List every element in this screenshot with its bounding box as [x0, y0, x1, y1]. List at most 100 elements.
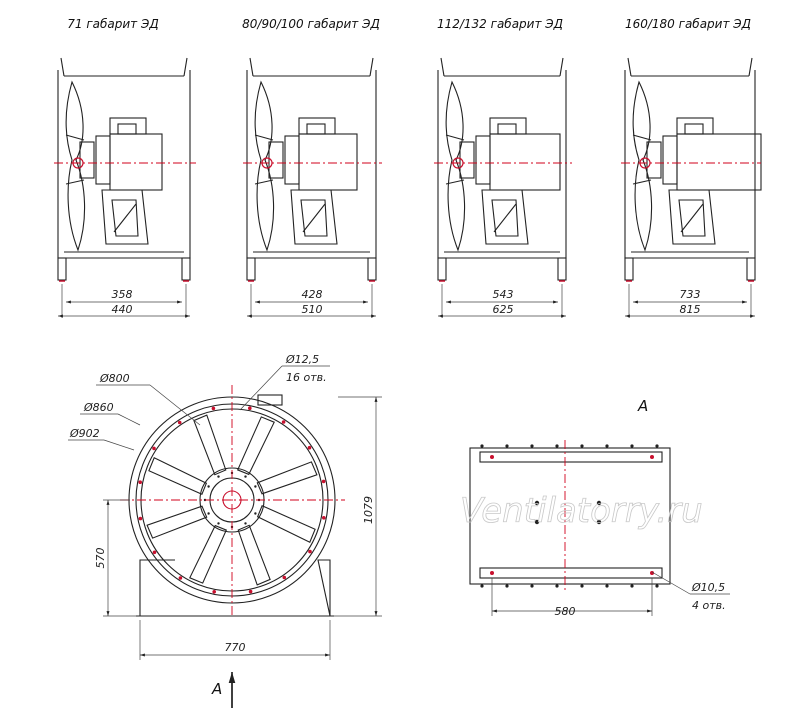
flange-hole: [322, 516, 326, 520]
outer-width-4: 815: [680, 303, 701, 316]
motor-body: [489, 133, 561, 191]
inner-diameter-label: Ø800: [99, 372, 130, 385]
blade-clamp-top: [65, 134, 85, 141]
flange-bolt-top: [655, 444, 659, 448]
base-width-label: 770: [225, 641, 246, 654]
terminal-cover: [306, 123, 326, 135]
outer-width-2: 510: [302, 303, 323, 316]
support-brace: [302, 203, 326, 233]
foot-hole: [490, 455, 494, 459]
view-a-label: A: [637, 397, 648, 415]
foot-left: [246, 257, 256, 281]
flange-bolt-top: [530, 444, 534, 448]
motor-support: [290, 189, 338, 245]
motor-body: [298, 133, 358, 191]
side-view-2: [243, 57, 382, 318]
motor-flange-bolt: [244, 475, 247, 478]
axis-height-label: 570: [94, 548, 107, 569]
impeller-blade: [632, 80, 653, 252]
view-a-spacing-label: 580: [555, 605, 576, 618]
flange-hole: [211, 406, 216, 411]
foot-left: [624, 257, 634, 281]
motor-flange-bolt: [254, 485, 257, 488]
hub: [268, 141, 284, 179]
flange-hole: [321, 479, 326, 484]
blade-clamp-top: [445, 134, 465, 141]
foot-right: [181, 257, 191, 281]
variant-title-3: 112/132 габарит ЭД: [437, 17, 563, 31]
support-cutout: [678, 199, 706, 237]
mount-hole: [534, 500, 540, 506]
flange-right: [369, 57, 374, 77]
terminal-box: [109, 117, 147, 135]
hole-count-label: 16 отв.: [286, 371, 327, 384]
hub: [79, 141, 95, 179]
inner-width-2: 428: [302, 288, 323, 301]
impeller-blade: [254, 80, 275, 252]
flange-hole: [212, 590, 216, 594]
mount-hole: [596, 519, 602, 525]
motor-flange: [662, 135, 678, 185]
flange-bolt-bottom: [555, 584, 559, 588]
foot-left: [57, 257, 67, 281]
leader-d902: [103, 439, 135, 451]
blade-clamp-bottom: [254, 179, 274, 185]
flange-bolt-bottom: [580, 584, 584, 588]
support-cutout: [300, 199, 328, 237]
terminal-cover: [684, 123, 704, 135]
blade-8: [256, 461, 318, 495]
view-a: A 580 Ø10,5 4 отв.: [469, 397, 730, 618]
flange-bolt-bottom: [480, 584, 484, 588]
flange-hole: [152, 550, 157, 555]
blade-clamp-top: [254, 134, 274, 141]
foot-hole: [650, 455, 654, 459]
motor-flange-bolt: [207, 485, 210, 488]
blade-clamp-bottom: [632, 179, 652, 185]
terminal-cover: [117, 123, 137, 135]
outer-diameter-label: Ø902: [69, 427, 100, 440]
foot-hole: [650, 571, 654, 575]
bolt-holes: [138, 406, 326, 594]
flange-hole: [307, 445, 312, 450]
blade-6: [193, 414, 227, 476]
motor-flange-bolt: [244, 522, 247, 525]
motor-body: [109, 133, 163, 191]
flange-bolt-top: [630, 444, 634, 448]
flange-right: [559, 57, 564, 77]
housing-frame: [246, 70, 377, 259]
side-view-1: [54, 57, 196, 318]
leader-view-a-hole: [651, 571, 691, 595]
terminal-box: [676, 117, 714, 135]
outer-width-3: 625: [493, 303, 514, 316]
flange-bolt-top: [505, 444, 509, 448]
motor-flange-bolt: [217, 522, 220, 525]
flange-hole: [248, 406, 252, 411]
support-brace: [680, 203, 704, 233]
base-stand: [139, 559, 331, 617]
motor-support: [481, 189, 529, 245]
side-view-4: [621, 57, 762, 318]
flange-bolt-bottom: [505, 584, 509, 588]
flange-left: [440, 57, 445, 77]
view-a-top-rail: [479, 451, 663, 463]
view-a-bolt-holes: [480, 444, 659, 588]
pitch-diameter-label: Ø860: [83, 401, 114, 414]
variant-title-4: 160/180 габарит ЭД: [625, 17, 751, 31]
view-a-outline: [469, 447, 671, 585]
terminal-box: [298, 117, 336, 135]
blade-clamp-bottom: [65, 179, 85, 185]
flange-right: [183, 57, 188, 77]
foot-right: [746, 257, 756, 281]
terminal-box: [489, 117, 527, 135]
flange-hole: [308, 549, 312, 554]
flange-hole: [152, 446, 156, 451]
flange-hole: [248, 589, 253, 594]
motor-flange: [475, 135, 491, 185]
blade-clamp-top: [632, 134, 652, 141]
leader-d800: [149, 384, 201, 426]
motor-flange-bolt: [254, 512, 257, 515]
front-view: Ø12,5 16 отв. Ø800 Ø860 Ø902 1079 570 77…: [68, 353, 382, 708]
height-total-label: 1079: [362, 496, 375, 524]
housing-frame: [57, 70, 191, 259]
flange-bolt-top: [605, 444, 609, 448]
